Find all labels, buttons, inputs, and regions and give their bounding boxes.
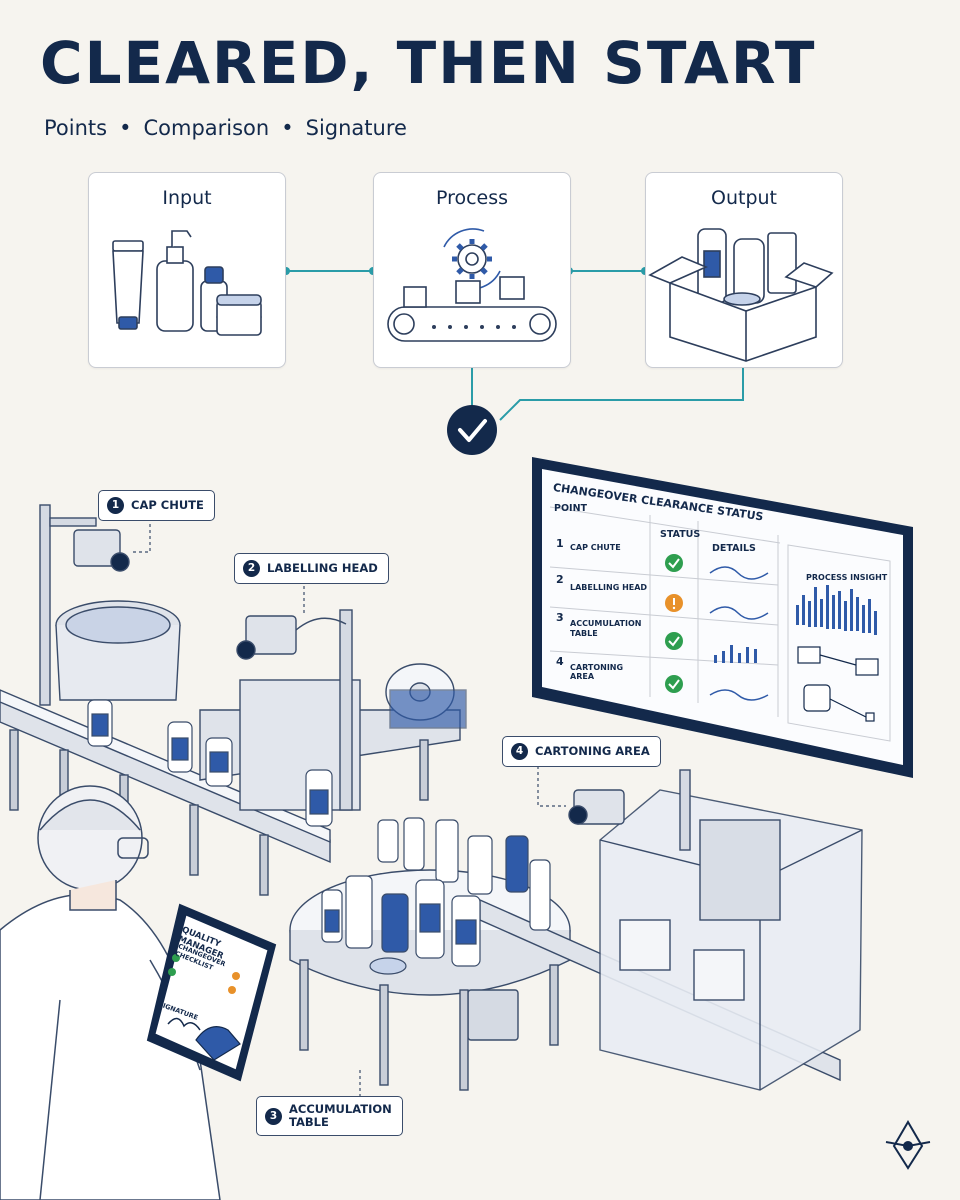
column-status: STATUS bbox=[660, 529, 701, 540]
callout-number: 2 bbox=[243, 560, 260, 577]
column-point: POINT bbox=[554, 503, 588, 514]
subtitle-item-signature: Signature bbox=[305, 116, 407, 140]
callout-cap-chute: 1 CAP CHUTE bbox=[98, 490, 215, 521]
row-number: 3 bbox=[556, 611, 564, 624]
callout-label: LABELLING HEAD bbox=[267, 560, 378, 575]
page-subtitle: Points•Comparison•Signature bbox=[44, 116, 407, 140]
callout-label: ACCUMULATION TABLE bbox=[289, 1102, 392, 1130]
subtitle-item-points: Points bbox=[44, 116, 108, 140]
check-circle-icon bbox=[447, 405, 497, 455]
gear-conveyor-icon bbox=[387, 228, 557, 342]
flow-card-label: Process bbox=[435, 187, 509, 209]
flower-logo-icon bbox=[885, 1120, 931, 1170]
callout-label: CAP CHUTE bbox=[131, 497, 204, 512]
row-number: 2 bbox=[556, 573, 564, 586]
flow-card-process: Process bbox=[373, 172, 571, 368]
status-monitor: CHANGEOVER CLEARANCE STATUS POINT STATUS… bbox=[530, 455, 915, 780]
flow-card-input: Input bbox=[88, 172, 286, 368]
callout-number: 4 bbox=[511, 743, 528, 760]
flow-card-label: Input bbox=[162, 187, 212, 209]
flow-card-output: Output bbox=[645, 172, 843, 368]
row-number: 1 bbox=[556, 537, 564, 550]
callout-labelling-head: 2 LABELLING HEAD bbox=[234, 553, 389, 584]
monitor-frame bbox=[532, 457, 913, 778]
insight-title: PROCESS INSIGHT bbox=[806, 573, 888, 582]
row-point: CAP CHUTE bbox=[570, 543, 621, 552]
status-icons bbox=[665, 554, 683, 693]
column-details: DETAILS bbox=[712, 543, 756, 554]
flow-card-label: Output bbox=[711, 187, 777, 209]
row-point: LABELLING HEAD bbox=[570, 583, 648, 592]
packed-box-icon bbox=[648, 228, 834, 362]
callout-number: 1 bbox=[107, 497, 124, 514]
callout-number: 3 bbox=[265, 1107, 282, 1125]
callout-cartoning-area: 4 CARTONING AREA bbox=[502, 736, 661, 767]
row-point: ACCUMULATION TABLE bbox=[570, 619, 642, 638]
page-title: CLEARED, THEN START bbox=[40, 29, 817, 97]
callout-label: CARTONING AREA bbox=[535, 743, 650, 758]
cosmetic-containers-icon bbox=[112, 230, 262, 336]
row-point: CARTONING AREA bbox=[570, 663, 624, 681]
callout-accumulation-table: 3 ACCUMULATION TABLE bbox=[256, 1096, 403, 1137]
row-number: 4 bbox=[556, 655, 564, 668]
subtitle-item-comparison: Comparison bbox=[143, 116, 270, 140]
